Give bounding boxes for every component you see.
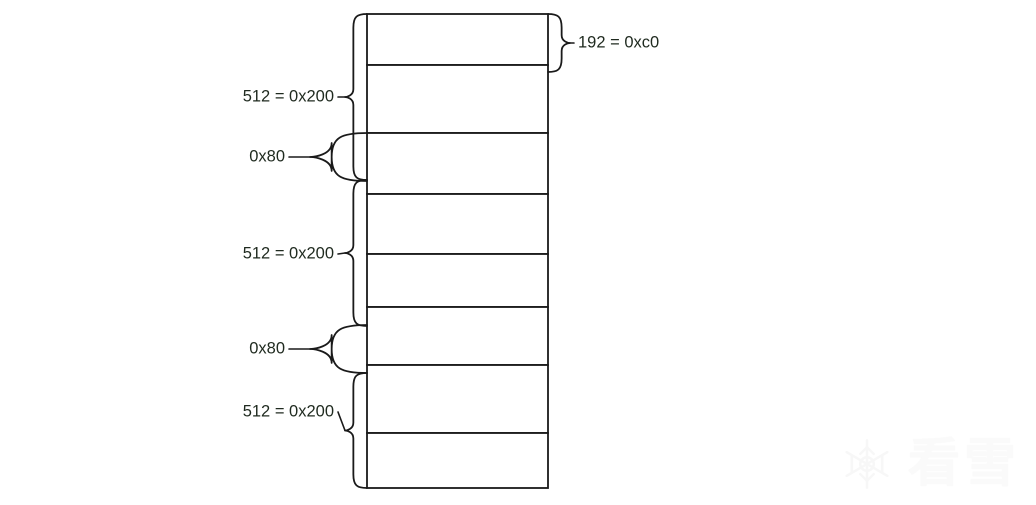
leader-ann-512-c <box>337 411 346 432</box>
memory-block <box>366 253 549 308</box>
label-ann-512-a: 512 = 0x200 <box>243 87 334 105</box>
brace-ann-80-b <box>309 324 368 374</box>
memory-block <box>366 64 549 134</box>
brace-ann-512-b <box>344 179 368 327</box>
memory-block-stack <box>366 13 549 489</box>
brace-ann-80-a <box>309 132 368 182</box>
memory-block <box>366 13 549 66</box>
annotation-label-group: 512 = 0x200 0x80 512 = 0x200 0x80 512 = 0x20… <box>243 33 659 420</box>
brace-ann-192 <box>547 13 571 73</box>
memory-block <box>366 193 549 255</box>
label-ann-512-c: 512 = 0x200 <box>243 402 334 420</box>
label-ann-512-b: 512 = 0x200 <box>243 244 334 262</box>
brace-ann-512-c <box>344 372 368 489</box>
memory-block <box>366 364 549 434</box>
label-ann-80-b: 0x80 <box>249 339 285 357</box>
memory-block <box>366 132 549 195</box>
label-ann-80-a: 0x80 <box>249 147 285 165</box>
memory-block <box>366 432 549 489</box>
label-ann-192: 192 = 0xc0 <box>578 33 659 51</box>
memory-block <box>366 306 549 366</box>
brace-ann-512-a <box>344 13 368 181</box>
leader-ann-512-b <box>337 252 346 255</box>
brace-annotation-group <box>288 13 575 489</box>
